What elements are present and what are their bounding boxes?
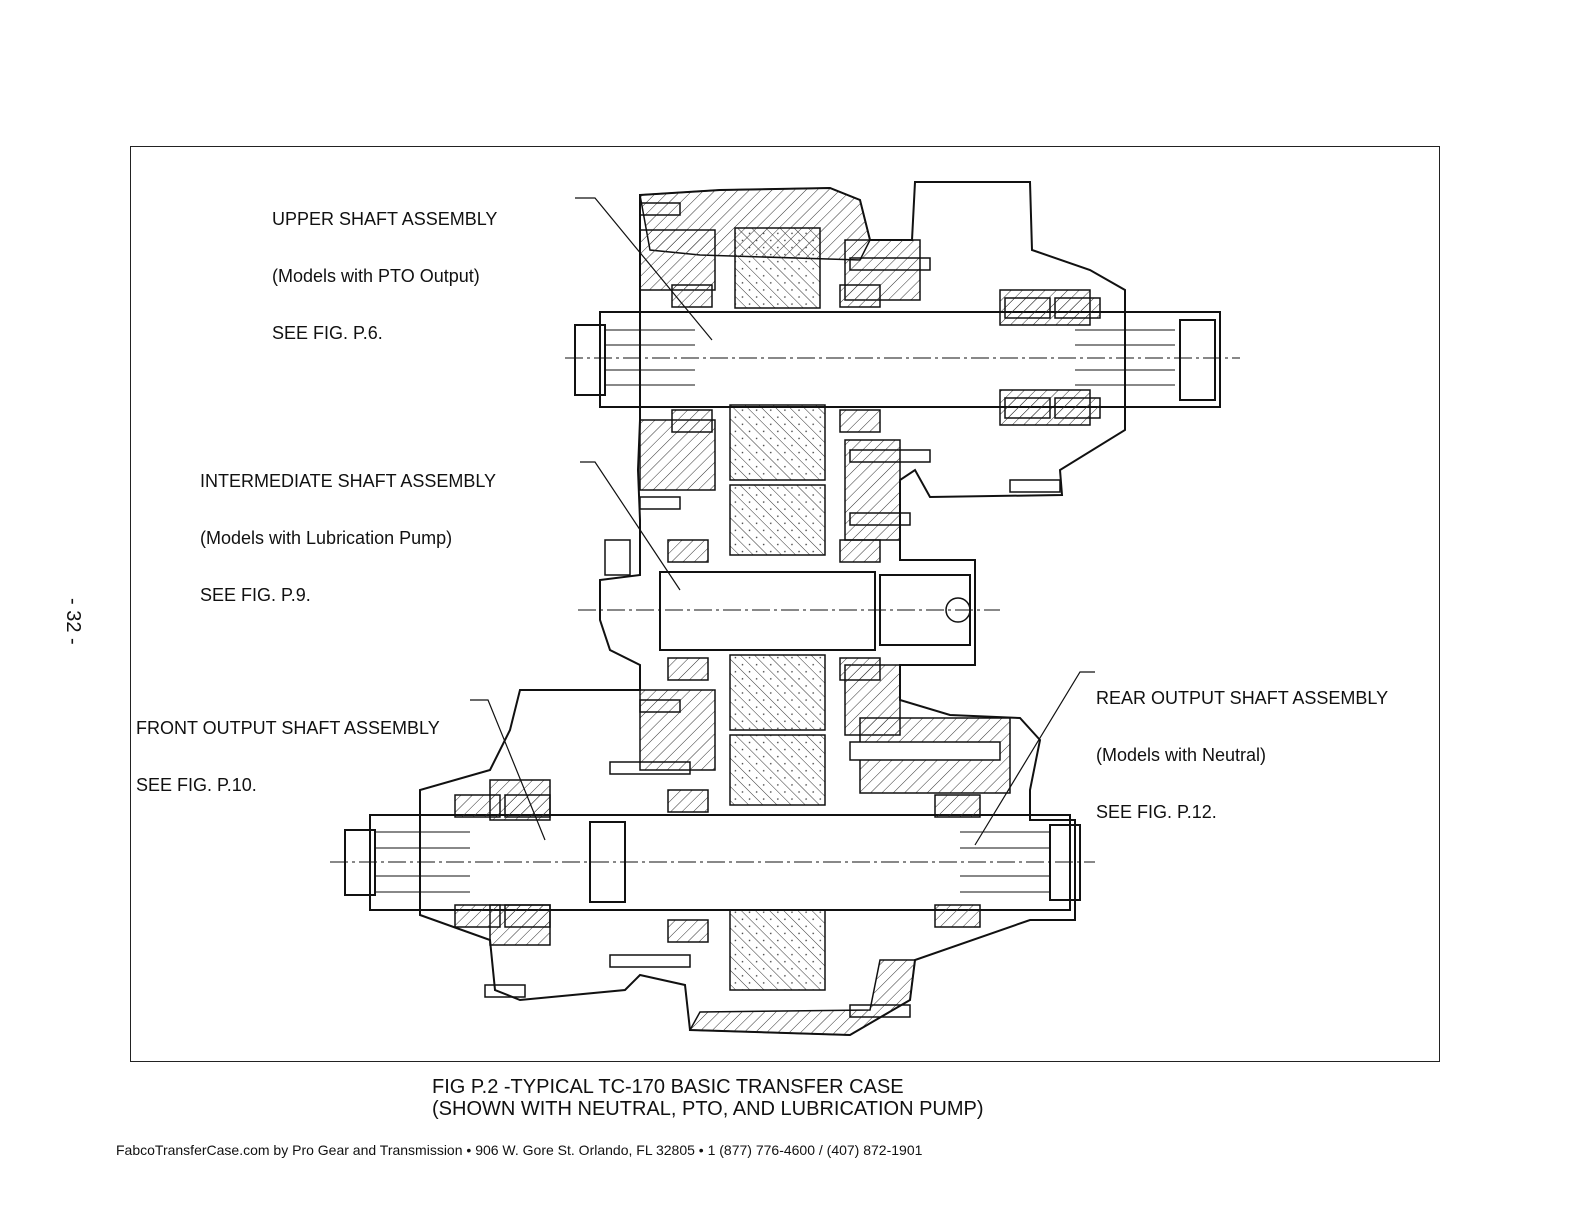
leader-lines — [470, 197, 1095, 846]
page-number: - 32 - — [62, 598, 84, 645]
label-upper-shaft: UPPER SHAFT ASSEMBLY (Models with PTO Ou… — [272, 172, 497, 362]
label-rear-line3: SEE FIG. P.12. — [1096, 802, 1217, 822]
shift-rod — [849, 741, 1001, 761]
upper-shaft-right-yoke — [1179, 319, 1216, 401]
intermediate-plug — [604, 539, 631, 576]
rear-gear-lower — [729, 909, 826, 991]
label-upper-line1: UPPER SHAFT ASSEMBLY — [272, 209, 498, 229]
left-wall-upper — [639, 229, 716, 291]
figure-frame — [130, 146, 1440, 1062]
figure-caption: FIG P.2 -TYPICAL TC-170 BASIC TRANSFER C… — [432, 1076, 984, 1120]
label-intermediate-shaft: INTERMEDIATE SHAFT ASSEMBLY (Models with… — [200, 434, 496, 624]
bearings — [454, 284, 1101, 943]
label-front-line2: SEE FIG. P.10. — [136, 775, 257, 795]
right-wall-mid — [844, 439, 901, 541]
intermediate-shaft — [659, 571, 876, 651]
upper-shaft-splines — [605, 329, 1175, 386]
center-lines — [330, 357, 1240, 863]
label-intermediate-line3: SEE FIG. P.9. — [200, 585, 311, 605]
intermediate-gear — [729, 484, 826, 556]
label-rear-output-shaft: REAR OUTPUT SHAFT ASSEMBLY (Models with … — [1096, 651, 1388, 841]
upper-shaft-left-yoke — [574, 324, 606, 396]
label-upper-line3: SEE FIG. P.6. — [272, 323, 383, 343]
upper-shaft — [599, 311, 1221, 408]
label-front-line1: FRONT OUTPUT SHAFT ASSEMBLY — [136, 718, 440, 738]
bolts — [484, 202, 1061, 1018]
label-intermediate-line1: INTERMEDIATE SHAFT ASSEMBLY — [200, 471, 497, 491]
rear-gear — [729, 734, 826, 806]
label-upper-line2: (Models with PTO Output) — [272, 266, 480, 286]
upper-gear-lower — [729, 404, 826, 481]
intermediate-gear-lower — [729, 654, 826, 731]
left-wall-lower — [639, 689, 716, 771]
label-rear-line1: REAR OUTPUT SHAFT ASSEMBLY — [1096, 688, 1389, 708]
footer: FabcoTransferCase.com by Pro Gear and Tr… — [116, 1142, 923, 1158]
caption-line2: (SHOWN WITH NEUTRAL, PTO, AND LUBRICATIO… — [432, 1098, 984, 1120]
upper-gear — [734, 227, 821, 309]
label-rear-line2: (Models with Neutral) — [1096, 745, 1267, 765]
caption-line1: FIG P.2 -TYPICAL TC-170 BASIC TRANSFER C… — [432, 1076, 904, 1098]
label-front-output-shaft: FRONT OUTPUT SHAFT ASSEMBLY SEE FIG. P.1… — [136, 681, 440, 814]
label-intermediate-line2: (Models with Lubrication Pump) — [200, 528, 453, 548]
output-shaft-splines — [375, 831, 1050, 893]
